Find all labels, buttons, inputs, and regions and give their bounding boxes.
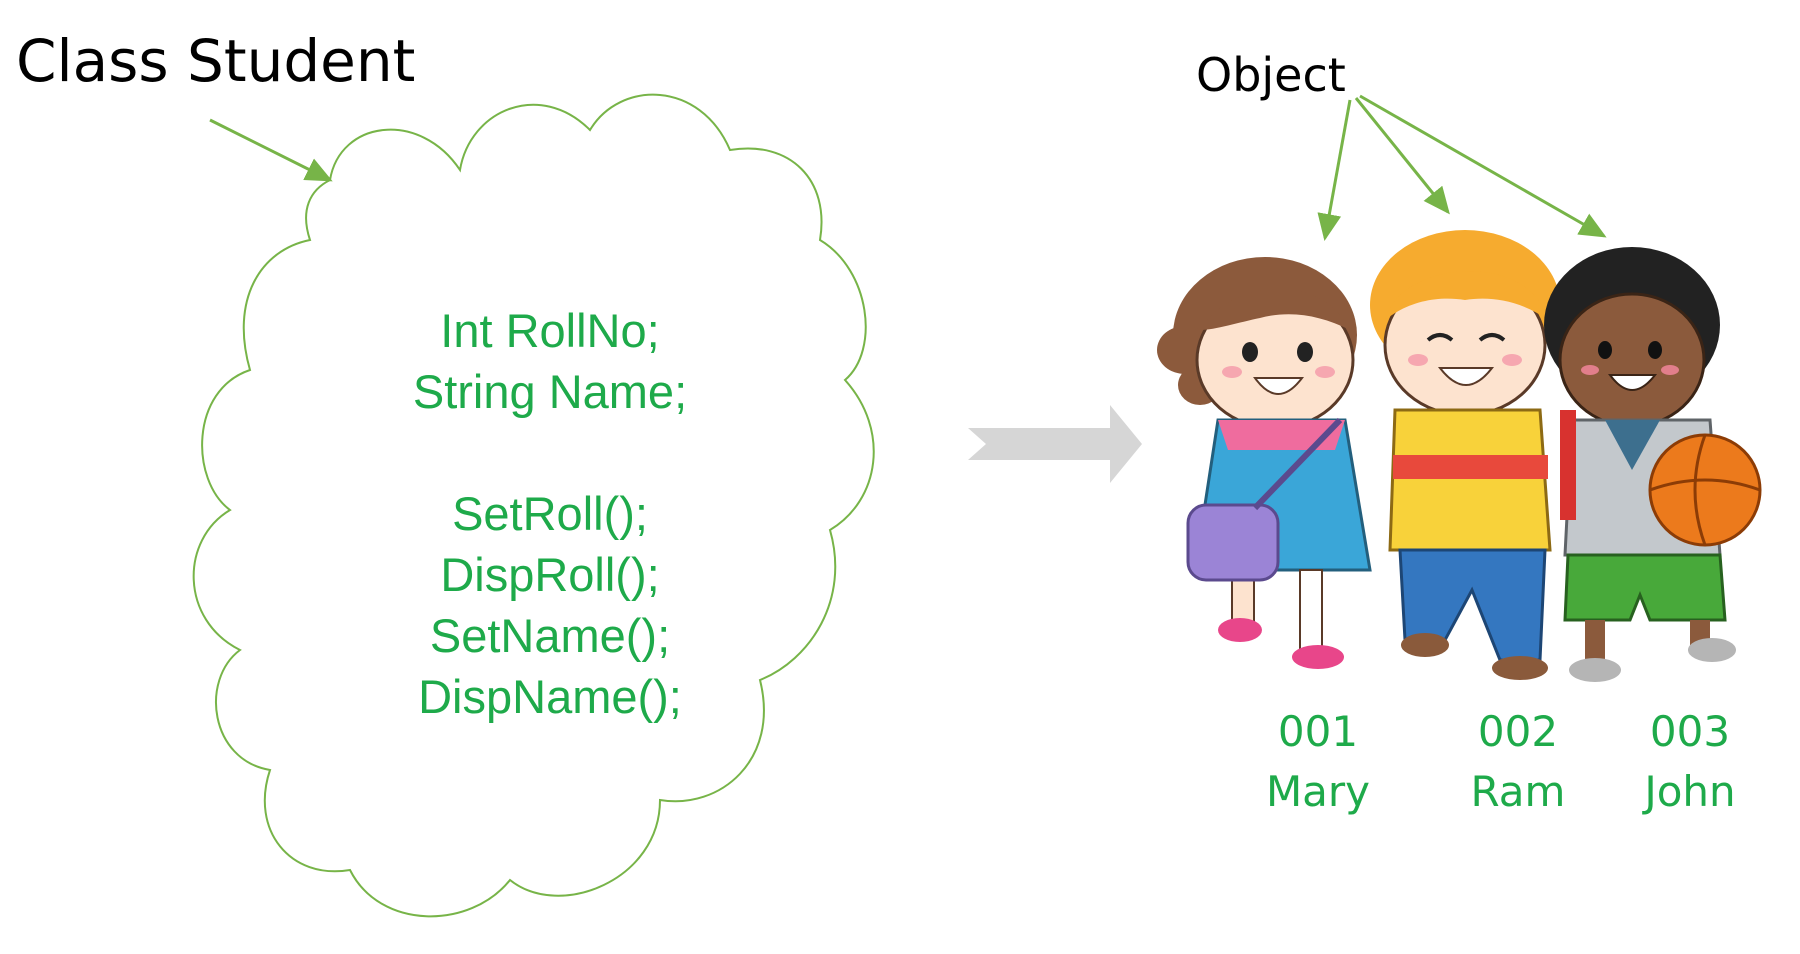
member-method-setname: SetName(); — [429, 609, 671, 662]
child-ram-figure — [1370, 230, 1560, 680]
object-label-ram: 002 Ram — [1448, 702, 1588, 822]
member-gap — [340, 422, 760, 483]
object-pointer-arrow-3 — [1359, 94, 1607, 238]
children-illustration — [1157, 230, 1762, 682]
object-id: 002 — [1477, 707, 1559, 756]
object-pointer-arrow-2 — [1354, 97, 1450, 215]
member-method-setroll: SetRoll(); — [452, 487, 648, 540]
object-name: John — [1644, 767, 1736, 816]
class-members: Int RollNo; String Name; SetRoll(); Disp… — [340, 300, 760, 727]
object-label-john: 003 John — [1620, 702, 1760, 822]
class-to-object-arrow — [968, 405, 1142, 483]
member-field-rollno: Int RollNo; — [440, 304, 660, 357]
member-method-dispname: DispName(); — [418, 670, 682, 723]
object-label-mary: 001 Mary — [1248, 702, 1388, 822]
object-id: 003 — [1649, 707, 1731, 756]
member-field-name: String Name; — [412, 365, 688, 418]
member-method-disproll: DispRoll(); — [440, 548, 660, 601]
object-name: Mary — [1265, 767, 1371, 816]
class-pointer-arrow — [209, 118, 333, 182]
child-john-figure — [1544, 247, 1762, 682]
object-title: Object — [1196, 48, 1346, 102]
object-id: 001 — [1277, 707, 1359, 756]
class-title: Class Student — [16, 27, 416, 95]
object-name: Ram — [1470, 767, 1566, 816]
class-cloud-shape — [192, 93, 875, 918]
object-pointer-arrow-1 — [1317, 99, 1352, 241]
child-mary-figure — [1157, 257, 1372, 669]
